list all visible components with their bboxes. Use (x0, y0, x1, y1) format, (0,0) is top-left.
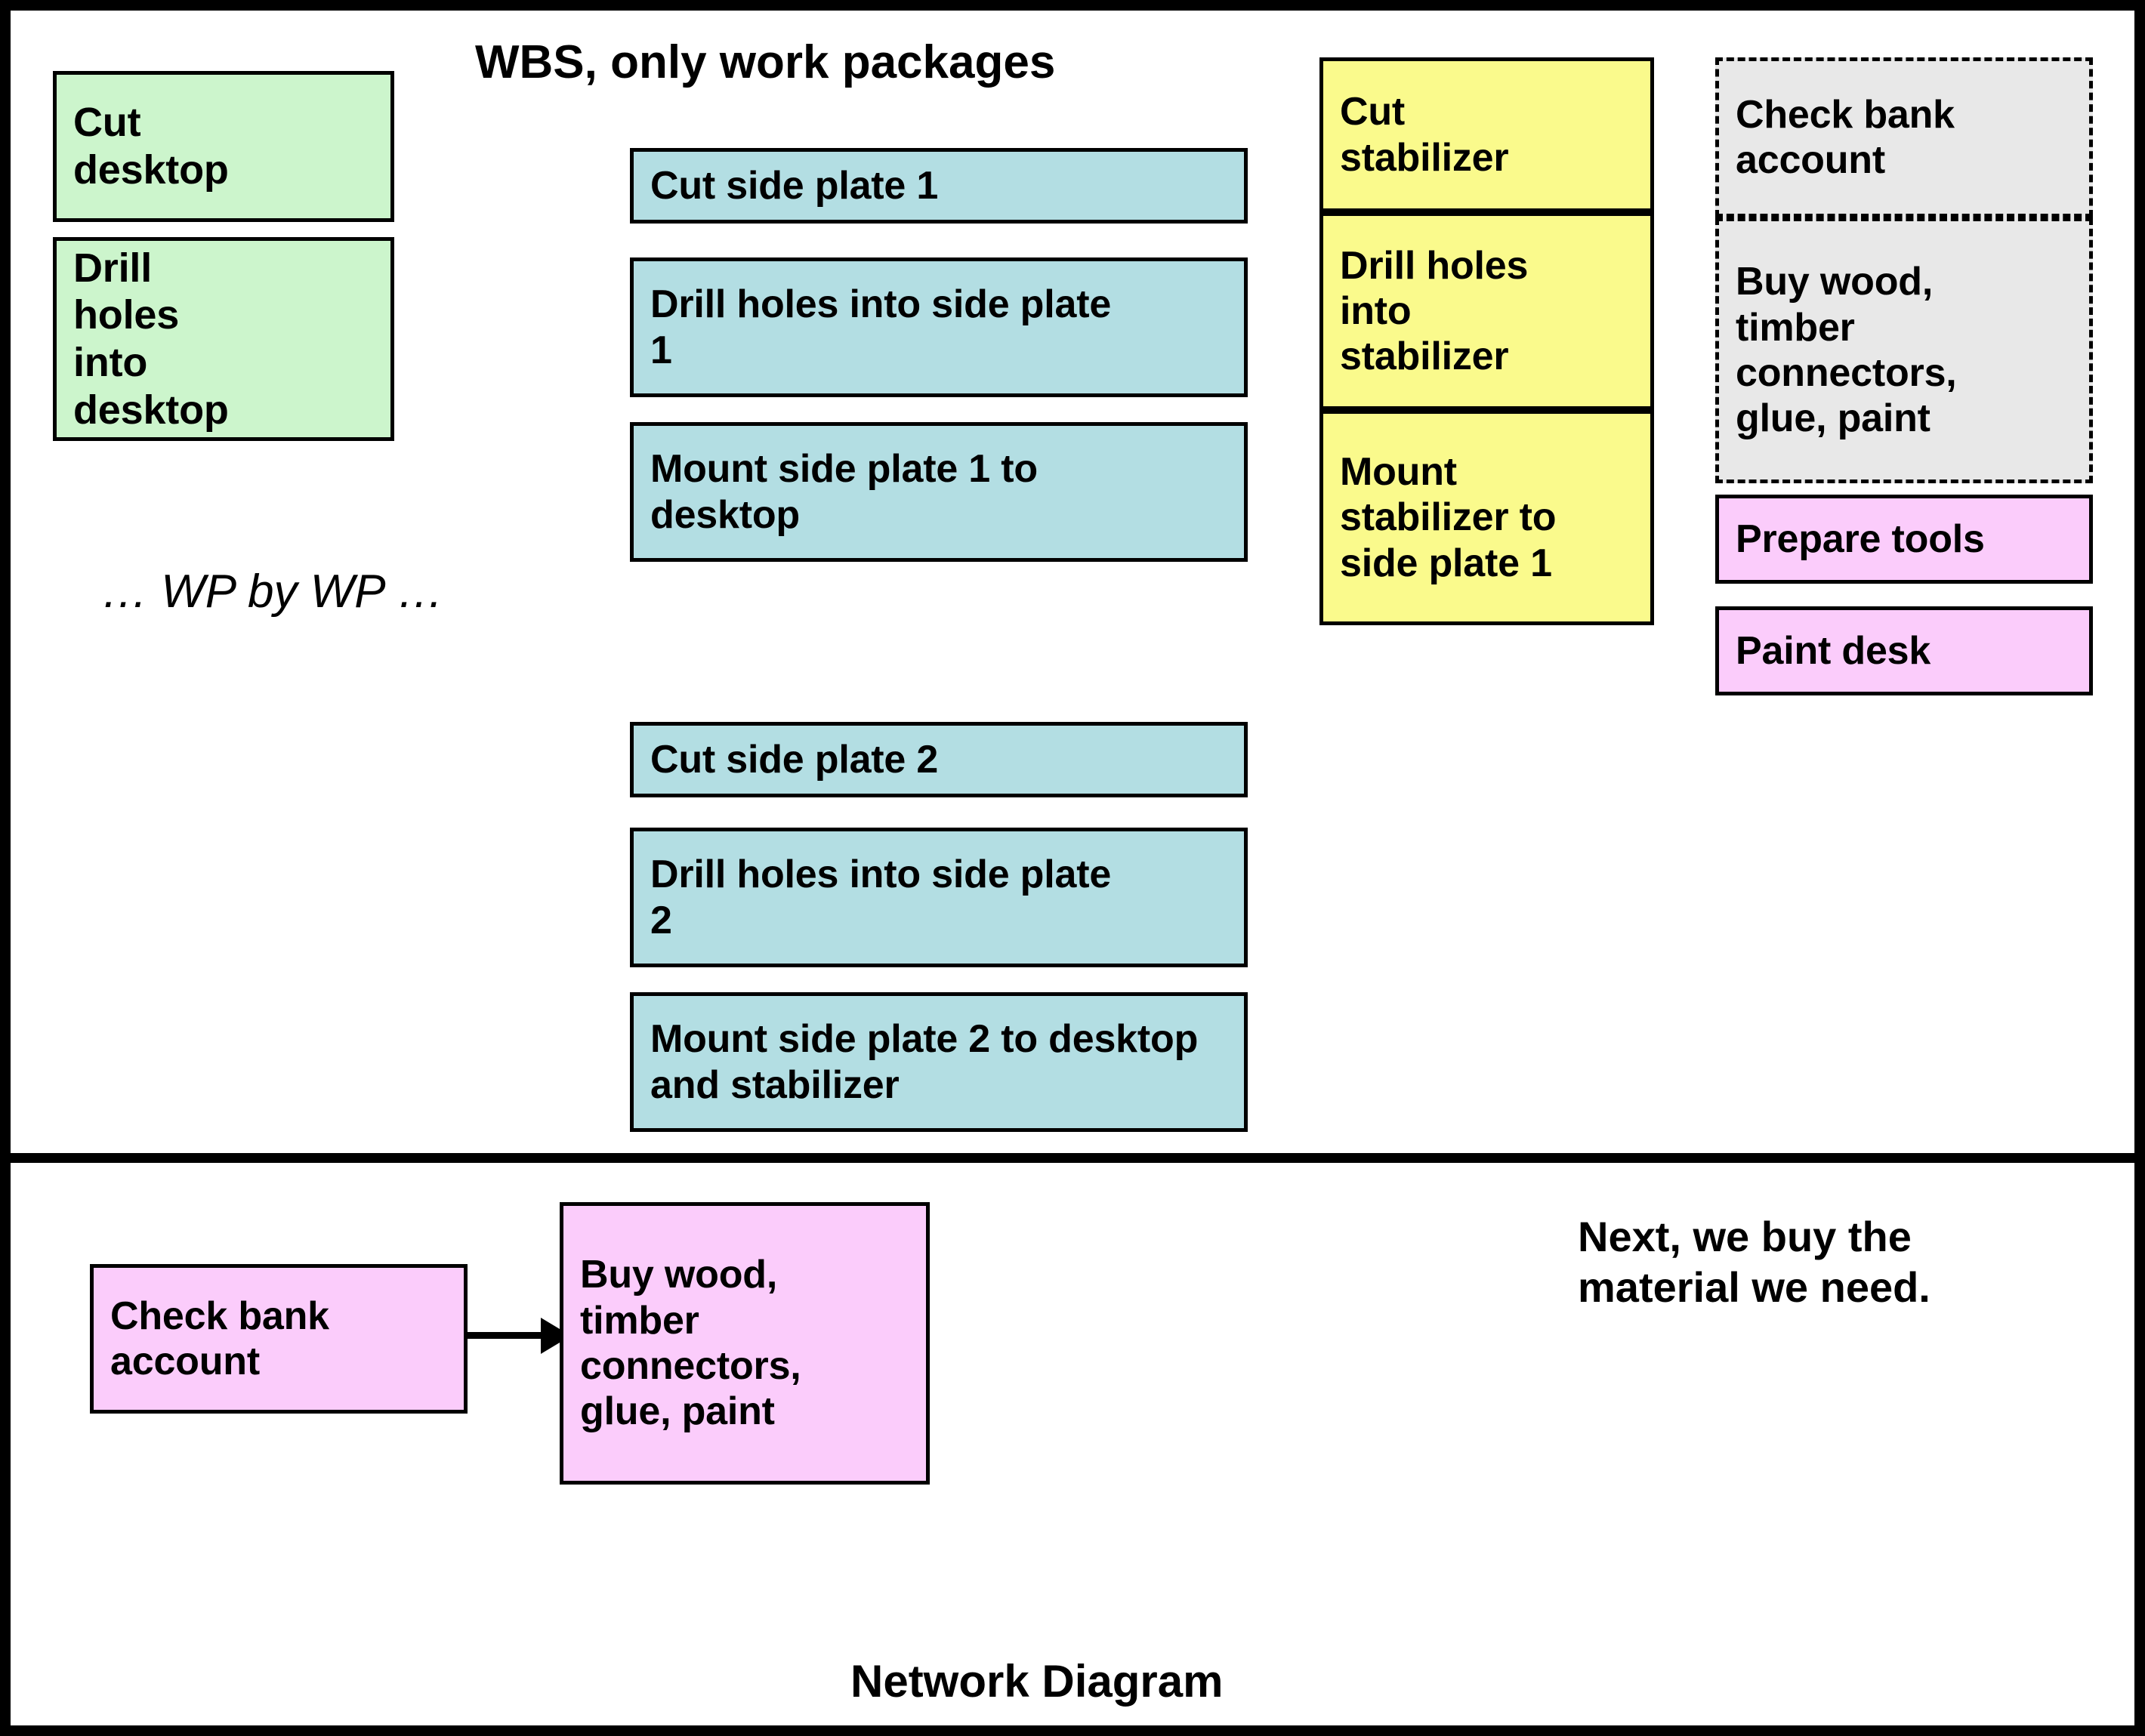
wp-paint-desk[interactable]: Paint desk (1715, 606, 2093, 695)
wp-cut-stabilizer[interactable]: Cut stabilizer (1319, 57, 1654, 212)
wp-drill-holes-side-plate-2[interactable]: Drill holes into side plate 2 (630, 828, 1248, 967)
wp-cut-side-plate-1-label: Cut side plate 1 (650, 163, 939, 208)
wp-cut-side-plate-2[interactable]: Cut side plate 2 (630, 722, 1248, 797)
wp-drill-holes-side-plate-2-label: Drill holes into side plate 2 (650, 853, 1112, 942)
wbs-panel-title: WBS, only work packages (475, 36, 1056, 88)
wbs-ellipsis-note: … WP by WP … (101, 566, 444, 618)
wp-cut-desktop[interactable]: Cut desktop (53, 71, 394, 222)
wp-cut-side-plate-1[interactable]: Cut side plate 1 (630, 148, 1248, 224)
wp-check-bank-account[interactable]: Check bank account (1715, 57, 2093, 217)
network-panel-caption: Network Diagram (850, 1656, 1224, 1707)
wp-drill-holes-side-plate-1[interactable]: Drill holes into side plate 1 (630, 257, 1248, 397)
panel-divider (11, 1153, 2134, 1163)
wp-prepare-tools-label: Prepare tools (1736, 516, 1985, 561)
network-panel-note: Next, we buy the material we need. (1578, 1213, 1931, 1312)
net-node-buy-wood-label: Buy wood, timber connectors, glue, paint (580, 1253, 801, 1434)
wp-mount-side-plate-2-label: Mount side plate 2 to desktop and stabil… (650, 1017, 1199, 1107)
edge-check-bank-to-buy-wood-shaft (468, 1332, 554, 1339)
wp-drill-holes-stabilizer[interactable]: Drill holes into stabilizer (1319, 212, 1654, 410)
wp-buy-wood-label: Buy wood, timber connectors, glue, paint (1736, 260, 1957, 441)
wp-drill-holes-desktop-label: Drill holes into desktop (73, 245, 229, 433)
wp-check-bank-account-label: Check bank account (1736, 92, 1955, 182)
wp-mount-side-plate-1[interactable]: Mount side plate 1 to desktop (630, 422, 1248, 562)
wp-drill-holes-stabilizer-label: Drill holes into stabilizer (1340, 243, 1529, 379)
net-node-check-bank-account[interactable]: Check bank account (90, 1264, 468, 1414)
wp-cut-desktop-label: Cut desktop (73, 100, 229, 193)
wp-cut-stabilizer-label: Cut stabilizer (1340, 90, 1509, 180)
wp-drill-holes-desktop[interactable]: Drill holes into desktop (53, 237, 394, 441)
wp-mount-stabilizer[interactable]: Mount stabilizer to side plate 1 (1319, 410, 1654, 625)
net-node-check-bank-account-label: Check bank account (110, 1294, 329, 1383)
net-node-buy-wood[interactable]: Buy wood, timber connectors, glue, paint (560, 1202, 930, 1485)
wp-mount-stabilizer-label: Mount stabilizer to side plate 1 (1340, 450, 1557, 585)
wp-mount-side-plate-2[interactable]: Mount side plate 2 to desktop and stabil… (630, 992, 1248, 1132)
wp-prepare-tools[interactable]: Prepare tools (1715, 495, 2093, 584)
wp-drill-holes-side-plate-1-label: Drill holes into side plate 1 (650, 282, 1112, 372)
wp-cut-side-plate-2-label: Cut side plate 2 (650, 737, 939, 782)
wp-buy-wood[interactable]: Buy wood, timber connectors, glue, paint (1715, 217, 2093, 483)
wp-paint-desk-label: Paint desk (1736, 628, 1931, 673)
wp-mount-side-plate-1-label: Mount side plate 1 to desktop (650, 447, 1038, 537)
